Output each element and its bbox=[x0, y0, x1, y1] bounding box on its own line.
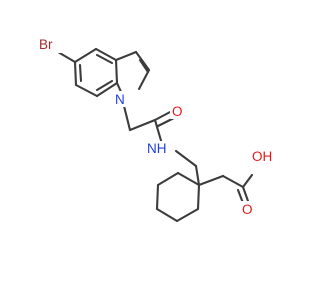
bond bbox=[56, 50, 77, 64]
bond bbox=[114, 58, 119, 85]
bond bbox=[78, 63, 83, 83]
atom-labels: Br N O NH OH O bbox=[39, 36, 275, 217]
atom-oh-acid: OH bbox=[252, 149, 272, 164]
bond bbox=[197, 174, 225, 187]
bond bbox=[155, 183, 160, 211]
bond bbox=[174, 149, 198, 168]
bond bbox=[241, 185, 250, 203]
bond bbox=[95, 53, 114, 65]
atom-nh-amide: NH bbox=[147, 141, 167, 156]
bond bbox=[95, 79, 114, 92]
bond bbox=[114, 50, 138, 62]
atom-o-amide: O bbox=[172, 104, 183, 119]
bond bbox=[221, 174, 245, 189]
bond bbox=[176, 171, 201, 187]
bond bbox=[134, 50, 151, 72]
bond bbox=[73, 60, 78, 87]
bond bbox=[156, 171, 180, 187]
bond bbox=[128, 118, 157, 132]
bond bbox=[138, 58, 150, 74]
bond bbox=[94, 47, 118, 62]
molecule-structure: Br N O NH OH O bbox=[39, 36, 275, 223]
bond bbox=[156, 116, 176, 128]
atom-o-acid: O bbox=[242, 202, 253, 217]
bond bbox=[122, 104, 132, 132]
atom-br: Br bbox=[39, 37, 53, 52]
bond bbox=[73, 47, 98, 64]
bond bbox=[95, 81, 119, 98]
bond bbox=[175, 207, 200, 223]
bonds bbox=[56, 47, 254, 223]
bond bbox=[155, 207, 179, 223]
bond bbox=[153, 118, 164, 146]
atom-n-indole: N bbox=[115, 92, 125, 107]
bond bbox=[236, 188, 245, 205]
bond bbox=[194, 164, 201, 187]
bond bbox=[74, 83, 99, 98]
bond bbox=[241, 173, 254, 189]
bond bbox=[137, 68, 151, 91]
bond bbox=[196, 183, 201, 211]
bond bbox=[153, 109, 174, 122]
